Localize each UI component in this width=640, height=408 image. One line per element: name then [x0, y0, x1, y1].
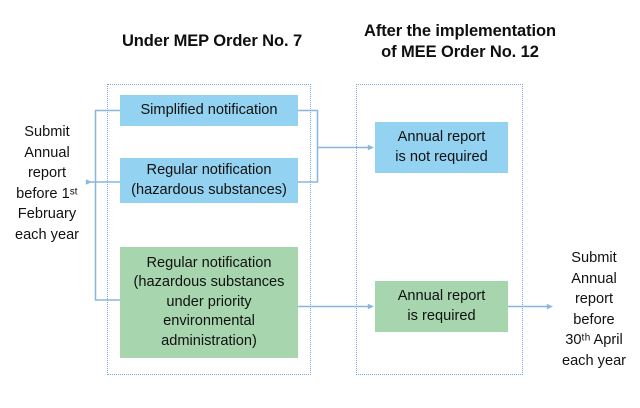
- node-annual-report-not-required[interactable]: Annual report is not required: [375, 122, 508, 173]
- node-annual-report-required[interactable]: Annual report is required: [375, 281, 508, 332]
- group-container-mee-order-12: [356, 84, 523, 375]
- left-column-title: Under MEP Order No. 7: [121, 32, 303, 50]
- label-left-outcome: Submit Annual report before 1ˢᵗ February…: [14, 124, 80, 243]
- label-right-outcome: Submit Annual report before 30ᵗʰ April e…: [561, 250, 627, 369]
- node-regular-notification[interactable]: Regular notification (hazardous substanc…: [120, 158, 298, 203]
- group-container-mep-order-7: [107, 84, 311, 375]
- node-simplified-notification[interactable]: Simplified notification: [120, 95, 298, 126]
- node-regular-notification-priority[interactable]: Regular notification (hazardous substanc…: [120, 247, 298, 358]
- right-column-title: After the implementation of MEE Order No…: [364, 22, 556, 61]
